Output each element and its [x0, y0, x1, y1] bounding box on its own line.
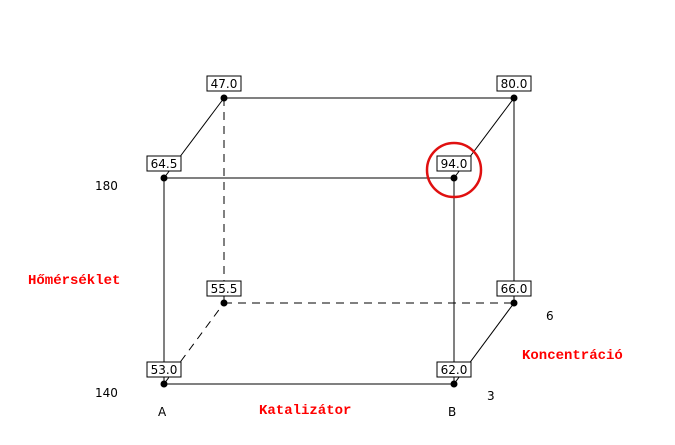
vertex-dot: [160, 174, 168, 182]
vertex-value: 62.0: [441, 363, 468, 377]
value-box: [436, 155, 472, 172]
highlight-circle: [425, 141, 483, 199]
vertex-value: 64.5: [151, 157, 178, 171]
value-box: [436, 361, 472, 378]
value-box: [206, 280, 242, 297]
vertex-front-bottom-right: 62.0: [436, 361, 472, 388]
vertex-dot: [160, 380, 168, 388]
catalyst-low-label: A: [158, 405, 167, 419]
vertex-front-bottom-left: 53.0: [146, 361, 182, 388]
vertex-value: 94.0: [441, 157, 468, 171]
catalyst-high-label: B: [448, 405, 456, 419]
catalyst-axis-label: Katalizátor: [259, 403, 351, 419]
vertex-dot: [220, 299, 228, 307]
vertex-value: 47.0: [211, 77, 238, 91]
temperature-axis-label: Hőmérséklet: [28, 273, 120, 289]
vertex-dot: [450, 174, 458, 182]
temperature-low-label: 140: [95, 386, 118, 400]
vertex-dot: [220, 94, 228, 102]
vertex-back-top-right: 80.0: [496, 75, 532, 102]
concentration-low-label: 3: [487, 389, 495, 403]
value-box: [146, 155, 182, 172]
concentration-axis-label: Koncentráció: [522, 348, 623, 364]
vertex-back-top-left: 47.0: [206, 75, 242, 102]
vertex-dot: [510, 94, 518, 102]
vertex-back-bottom-left: 55.5: [206, 280, 242, 307]
vertex-back-bottom-right: 66.0: [496, 280, 532, 307]
vertex-value: 53.0: [151, 363, 178, 377]
vertex-dot: [510, 299, 518, 307]
vertex-front-top-left: 64.5: [146, 155, 182, 182]
value-box: [496, 75, 532, 92]
vertex-value: 66.0: [501, 282, 528, 296]
temperature-high-label: 180: [95, 179, 118, 193]
value-box: [496, 280, 532, 297]
vertex-value: 80.0: [501, 77, 528, 91]
vertex-front-top-right: 94.0: [436, 155, 472, 182]
value-box: [146, 361, 182, 378]
concentration-high-label: 6: [546, 309, 554, 323]
vertex-value: 55.5: [211, 282, 238, 296]
vertex-dot: [450, 380, 458, 388]
value-box: [206, 75, 242, 92]
